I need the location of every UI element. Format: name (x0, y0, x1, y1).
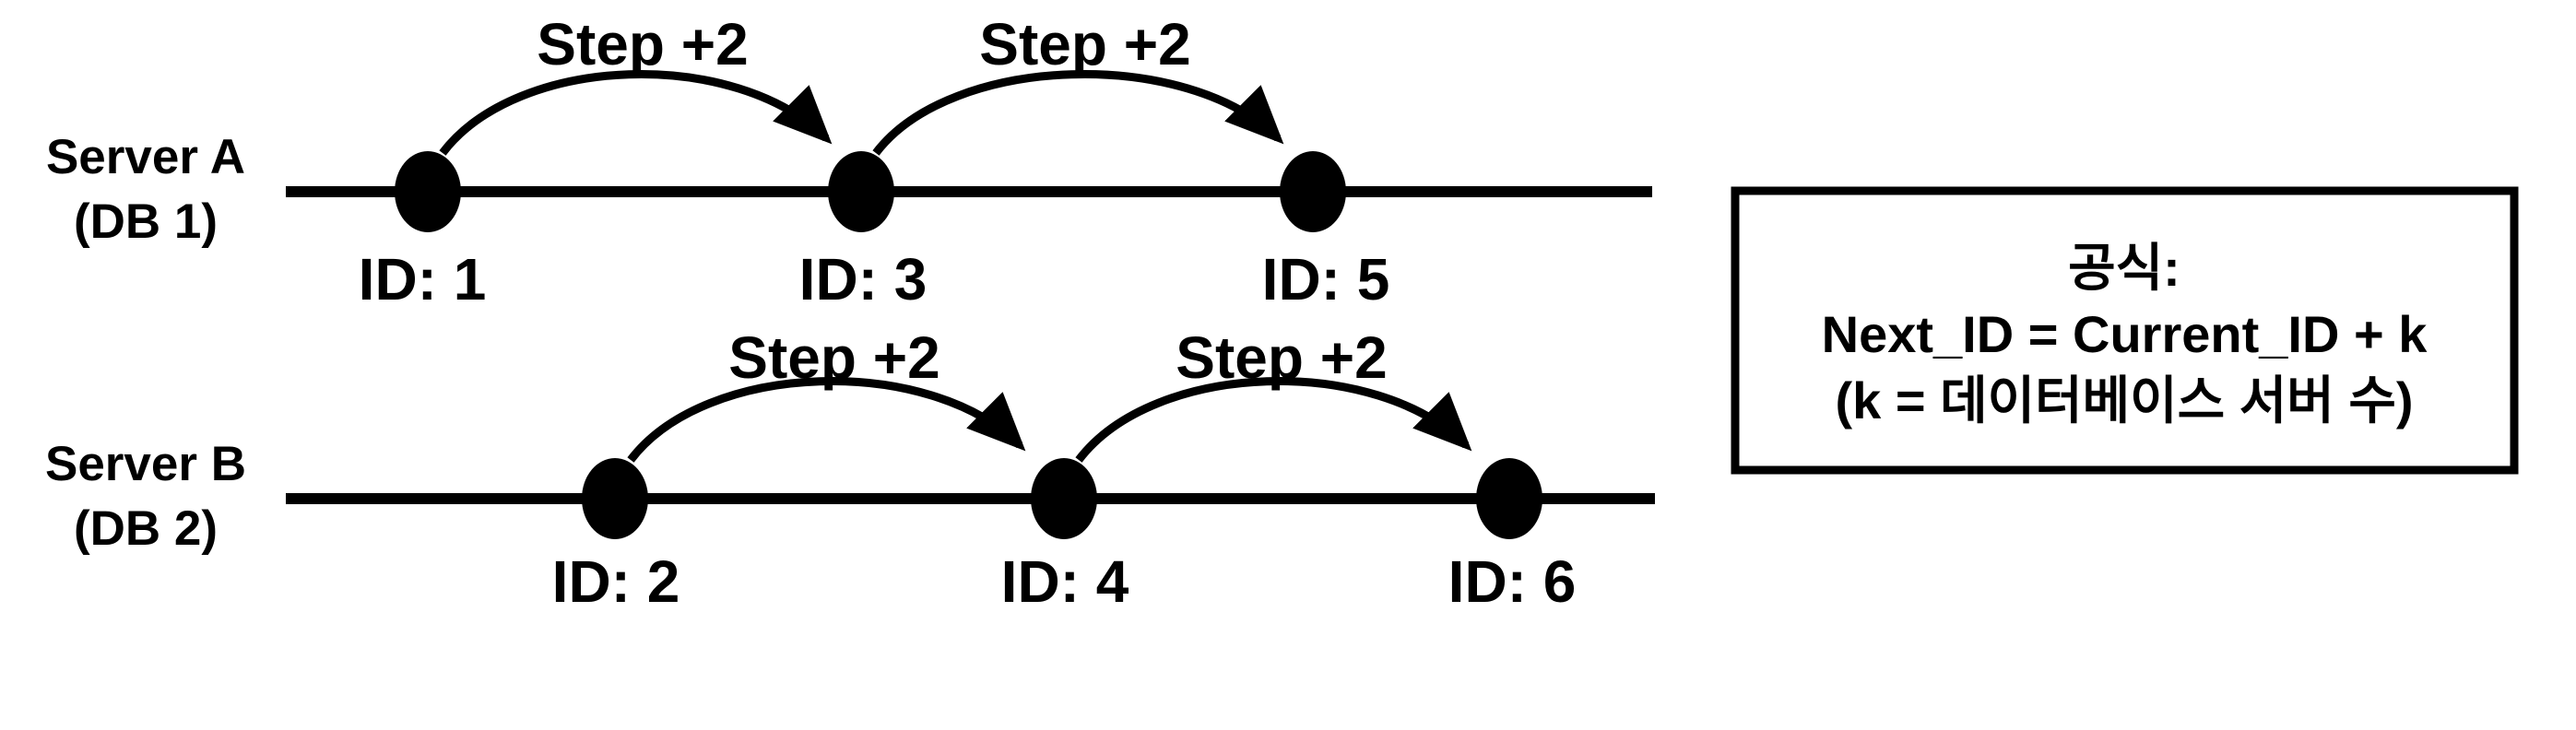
server-a-step-arrow-1 (439, 70, 833, 156)
formula-box: 공식: Next_ID = Current_ID + k (k = 데이터베이스… (1731, 186, 2519, 475)
server-a-id-label-3: ID: 5 (1262, 246, 1390, 312)
server-b-step-arrow-1 (627, 377, 1026, 463)
server-b-label-line1: Server B (45, 437, 246, 491)
formula-title: 공식: (2068, 239, 2180, 297)
server-b-id-dot-3 (1476, 458, 1542, 539)
formula-note: (k = 데이터베이스 서버 수) (1835, 371, 2413, 430)
server-b-id-label-3: ID: 6 (1448, 548, 1577, 615)
formula-box-border (1731, 186, 2519, 475)
server-b-row: Server B (DB 2) Step +2 Step +2 ID: 2 ID… (45, 324, 1655, 615)
server-a-id-dot-3 (1280, 151, 1346, 232)
server-a-label-line2: (DB 1) (74, 194, 218, 249)
server-b-step-label-1: Step +2 (728, 324, 939, 391)
server-a-id-label-2: ID: 3 (799, 246, 928, 312)
server-a-label-line1: Server A (46, 130, 245, 184)
server-a-id-dot-1 (395, 151, 461, 232)
server-a-id-dot-2 (828, 151, 894, 232)
server-b-id-label-2: ID: 4 (1001, 548, 1129, 615)
server-b-id-dot-1 (582, 458, 648, 539)
server-a-row: Server A (DB 1) Step +2 Step +2 ID: 1 ID… (46, 11, 1652, 312)
server-b-id-label-1: ID: 2 (552, 548, 680, 615)
server-b-id-dot-2 (1031, 458, 1097, 539)
server-b-label-line2: (DB 2) (74, 501, 218, 556)
server-a-id-label-1: ID: 1 (359, 246, 487, 312)
server-a-step-label-1: Step +2 (537, 11, 748, 77)
server-a-step-label-2: Step +2 (979, 11, 1190, 77)
formula-expression: Next_ID = Current_ID + k (1822, 305, 2428, 363)
server-b-step-arrow-2 (1075, 377, 1472, 463)
server-b-step-label-2: Step +2 (1176, 324, 1387, 391)
server-a-step-arrow-2 (872, 70, 1284, 156)
